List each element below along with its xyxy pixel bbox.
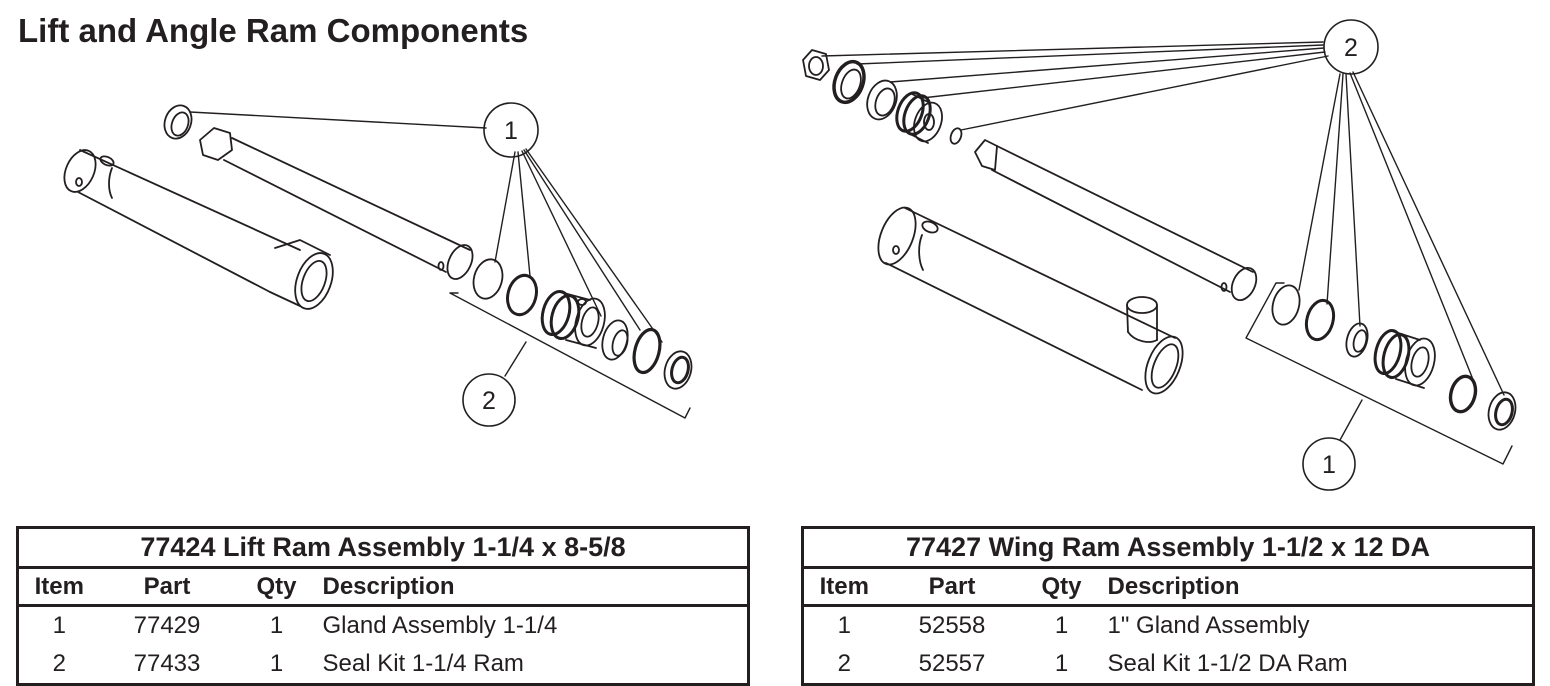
cell-description: Gland Assembly 1-1/4 [322, 612, 558, 639]
lift-ram-wiper [163, 104, 193, 140]
cell-qty: 1 [1054, 612, 1069, 639]
lift-ram-callout-2-label: 2 [482, 387, 496, 415]
cell-part: 77429 [133, 612, 201, 639]
cell-qty: 1 [1054, 650, 1069, 677]
cell-part: 52557 [918, 650, 986, 677]
column-header-description: Description [1103, 567, 1534, 607]
wing-ram-callout-2-circle [1323, 19, 1379, 75]
lift-ram-callout-2-circle [462, 373, 516, 427]
cell-description: 1" Gland Assembly [1107, 612, 1310, 639]
column-header-qty: Qty [234, 567, 319, 607]
column-header-qty: Qty [1019, 567, 1104, 607]
table-header-row: Item Part Qty Description [802, 567, 1534, 607]
table-row: 1 52558 1 1" Gland Assembly [803, 606, 1534, 646]
lift-ram-seal-parts [472, 258, 693, 390]
column-header-item: Item [802, 567, 885, 607]
wing-ram-callout-2-leaders [821, 41, 1505, 396]
wing-ram-nut [802, 49, 830, 81]
cell-item: 1 [52, 612, 66, 639]
cell-qty: 1 [269, 650, 284, 677]
column-header-part: Part [884, 567, 1020, 607]
lift-ram-gland [540, 289, 606, 349]
wing-ram-callout-2-label: 2 [1344, 34, 1358, 62]
wing-ram-callout-1-label: 1 [1322, 451, 1336, 479]
wing-ram-seal-parts [1271, 284, 1517, 431]
column-header-part: Part [99, 567, 235, 607]
cell-description: Seal Kit 1-1/4 Ram [322, 650, 524, 677]
column-header-item: Item [17, 567, 100, 607]
cell-qty: 1 [269, 612, 284, 639]
lift-ram-kit-bracket [449, 292, 691, 419]
lift-ram-callout-1-circle [483, 102, 539, 158]
wing-ram-piston [895, 91, 943, 144]
wing-ram-diagram [802, 19, 1517, 491]
wing-ram-callout-1-circle [1302, 437, 1356, 491]
table-row: 1 77429 1 Gland Assembly 1-1/4 [18, 606, 749, 646]
wing-ram-parts-table: 77427 Wing Ram Assembly 1-1/2 x 12 DA It… [801, 526, 1535, 686]
lift-ram-callout-1-leaders [189, 111, 663, 343]
table-header-row: Item Part Qty Description [17, 567, 749, 607]
wing-ram-rod [974, 139, 1258, 301]
table-row: 2 77433 1 Seal Kit 1-1/4 Ram [18, 645, 749, 685]
cell-item: 2 [52, 650, 66, 677]
exploded-diagrams: 1 2 2 1 [63, 19, 1517, 491]
table-title: 77427 Wing Ram Assembly 1-1/2 x 12 DA [802, 527, 1534, 569]
cell-item: 1 [837, 612, 851, 639]
wing-ram-kit-bracket [1245, 282, 1513, 465]
wing-ram-gland [1373, 329, 1436, 389]
lift-ram-callout-1-label: 1 [504, 117, 518, 145]
lift-ram-barrel [63, 149, 334, 310]
lift-ram-rod [199, 127, 474, 280]
table-row: 2 52557 1 Seal Kit 1-1/2 DA Ram [803, 645, 1534, 685]
cell-part: 52558 [918, 612, 986, 639]
column-header-description: Description [318, 567, 749, 607]
lift-ram-diagram [63, 102, 693, 427]
wing-ram-barrel [877, 206, 1184, 395]
lift-ram-parts-table: 77424 Lift Ram Assembly 1-1/4 x 8-5/8 It… [16, 526, 750, 686]
table-title: 77424 Lift Ram Assembly 1-1/4 x 8-5/8 [17, 527, 749, 569]
page-title: Lift and Angle Ram Components [18, 12, 529, 49]
cell-item: 2 [837, 650, 851, 677]
cell-description: Seal Kit 1-1/2 DA Ram [1107, 650, 1348, 677]
cell-part: 77433 [133, 650, 201, 677]
